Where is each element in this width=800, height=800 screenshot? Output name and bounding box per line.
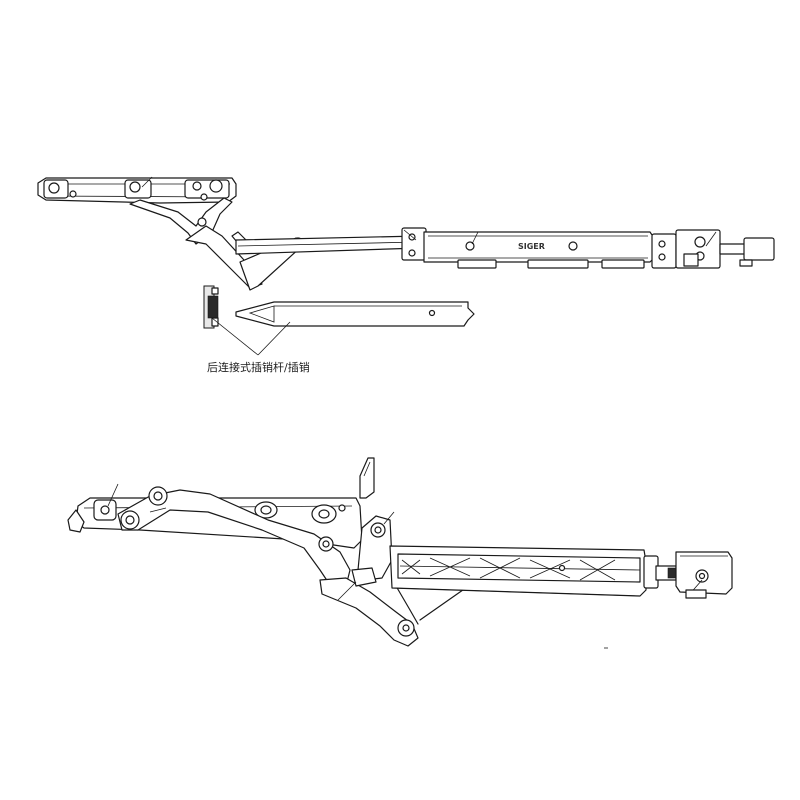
bottom-upright-tab — [359, 457, 375, 499]
component-caption: 后连接式插销杆/插销 — [207, 361, 310, 374]
top-right-end-fitting — [651, 229, 775, 269]
pin-rod — [235, 301, 475, 327]
bottom-right-end-fitting — [643, 551, 733, 599]
bottom-scissor-arm — [117, 486, 351, 589]
top-hinge-assembly: SIGER — [37, 176, 775, 356]
bottom-hinge-assembly — [67, 457, 733, 649]
caption-leader-lines — [211, 317, 291, 356]
pin-cap — [203, 285, 219, 329]
top-left-mounting-plate — [37, 176, 237, 204]
bottom-slider-rail — [389, 545, 647, 597]
bottom-lower-link — [319, 577, 481, 647]
top-guide-rail: SIGER — [235, 227, 655, 269]
brand-logo: SIGER — [518, 242, 545, 251]
bottom-pivot-block — [337, 511, 395, 601]
